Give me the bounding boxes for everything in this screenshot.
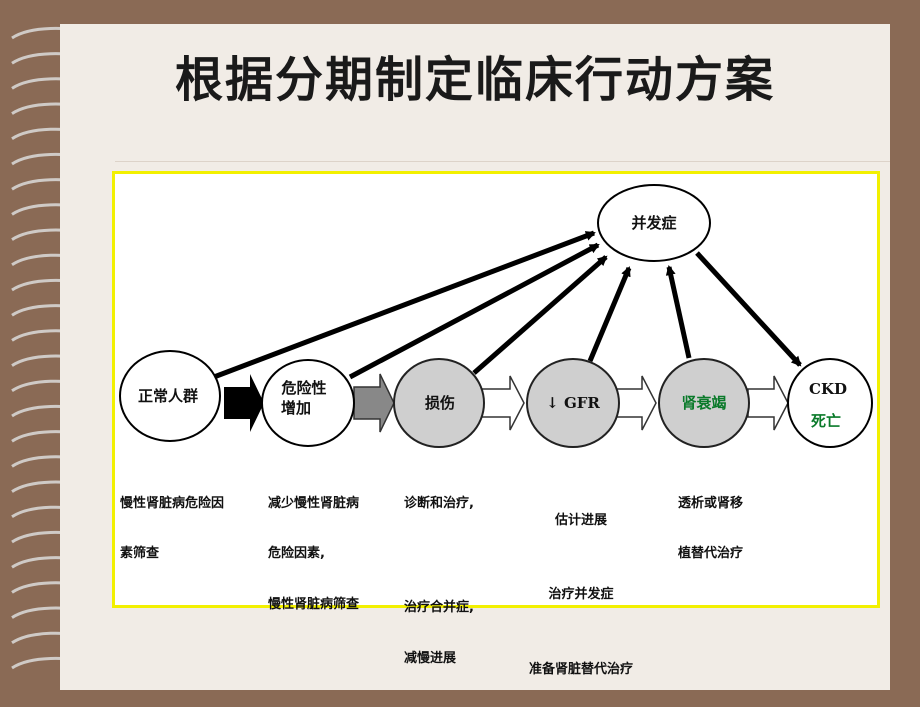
node-risk-label-1: 危险性 xyxy=(281,379,326,397)
node-normal-population xyxy=(119,350,221,442)
title-divider xyxy=(115,161,890,162)
node-normal-label: 正常人群 xyxy=(138,387,198,405)
caption-gfr-line-2: 治疗并发症 xyxy=(548,587,614,603)
node-gfr-label: GFR xyxy=(564,394,600,412)
arrow-normal-to-complication xyxy=(213,230,596,380)
node-ckd-death xyxy=(787,358,873,448)
arrow-gfr-to-complication xyxy=(587,266,632,362)
caption-gfr: 估计进展 治疗并发症 准备肾脏替代治疗 xyxy=(526,460,636,707)
flow-arrow-1 xyxy=(224,374,264,432)
caption-risk: 减少慢性肾脏病 危险因素, 慢性肾脏病筛查 xyxy=(268,462,359,631)
flow-arrow-2 xyxy=(353,373,395,433)
caption-risk-line-1: 减少慢性肾脏病 xyxy=(268,495,360,511)
caption-damage-line-3: 减慢进展 xyxy=(404,650,457,666)
node-damage xyxy=(393,358,485,448)
caption-failure: 透析或肾移 植替代治疗 xyxy=(678,462,743,580)
down-arrow-icon: ↓ xyxy=(546,394,559,412)
arrow-risk-to-complication xyxy=(348,242,600,380)
node-damage-label: 损伤 xyxy=(425,394,455,412)
node-risk-label-2: 增加 xyxy=(281,399,311,417)
caption-risk-line-2: 危险因素, xyxy=(268,546,325,562)
caption-damage: 诊断和治疗, 治疗合并症, 减慢进展 xyxy=(404,462,474,685)
node-failure-label: 肾衰竭 xyxy=(681,394,726,412)
caption-gfr-line-1: 估计进展 xyxy=(554,513,607,529)
caption-failure-line-2: 植替代治疗 xyxy=(678,546,744,562)
arrow-failure-to-complication xyxy=(665,265,692,359)
node-death-label: 死亡 xyxy=(811,412,841,430)
complication-label: 并发症 xyxy=(631,214,676,232)
node-ckd-label: CKD xyxy=(809,380,847,398)
caption-normal-line-1: 慢性肾脏病危险因 xyxy=(120,495,225,511)
node-gfr-text: ↓ GFR xyxy=(546,394,600,412)
caption-gfr-line-3: 准备肾脏替代治疗 xyxy=(528,661,633,677)
caption-damage-line-2: 治疗合并症, xyxy=(404,600,474,616)
node-increased-risk xyxy=(261,359,355,447)
caption-damage-line-1: 诊断和治疗, xyxy=(404,495,474,511)
ckd-flow-diagram: 并发症 正常人群 危险性 增加 损伤 ↓ GFR 肾衰竭 CKD 死亡 xyxy=(119,184,873,448)
flow-arrow-3 xyxy=(481,375,525,431)
node-gfr xyxy=(526,358,620,448)
flow-arrow-4 xyxy=(615,375,657,431)
caption-failure-line-1: 透析或肾移 xyxy=(678,495,744,511)
arrow-complication-to-ckd xyxy=(695,251,802,367)
complication-node xyxy=(597,184,711,262)
flow-arrow-5 xyxy=(747,375,789,431)
arrow-damage-to-complication xyxy=(472,255,608,375)
caption-normal: 慢性肾脏病危险因 素筛查 xyxy=(120,462,224,580)
caption-risk-line-3: 慢性肾脏病筛查 xyxy=(268,597,360,613)
node-renal-failure xyxy=(658,358,750,448)
page-title: 根据分期制定临床行动方案 xyxy=(174,52,775,108)
caption-normal-line-2: 素筛查 xyxy=(120,546,160,562)
